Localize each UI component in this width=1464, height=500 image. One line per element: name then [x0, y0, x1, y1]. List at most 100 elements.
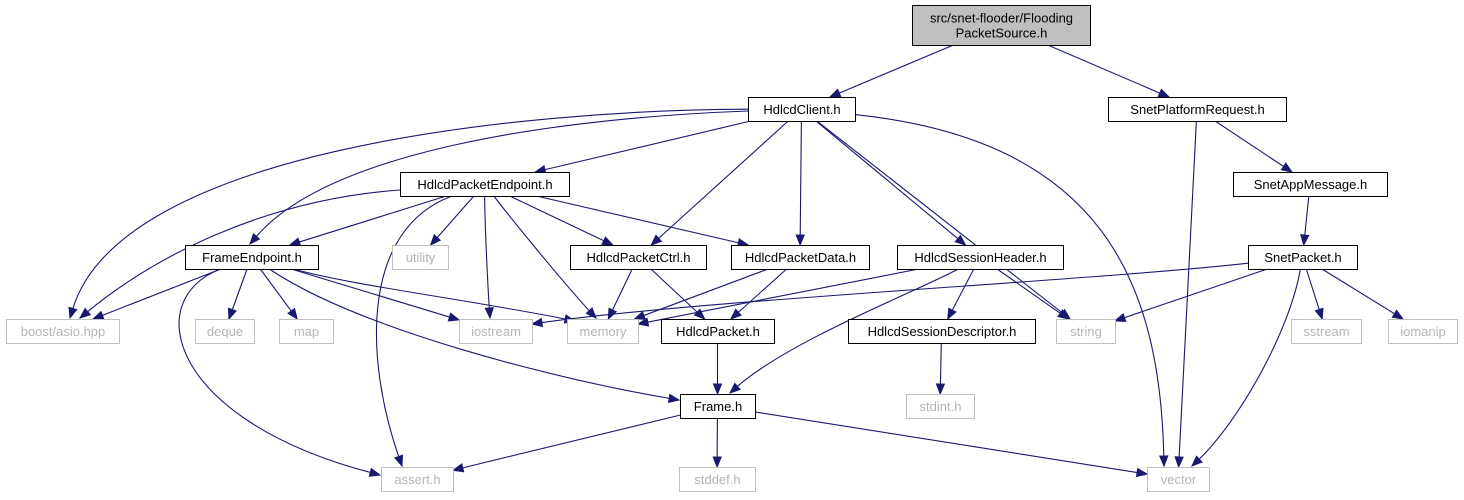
- edge-snetplatformrequest-to-snetappmessage: [1214, 120, 1294, 173]
- arrow-head-icon: [1113, 313, 1127, 323]
- arrow-head-icon: [451, 463, 465, 473]
- node-box: [1108, 97, 1287, 122]
- edge-line: [543, 120, 751, 171]
- node-label: map: [294, 324, 319, 339]
- edge-frame-to-stddef: [712, 417, 722, 469]
- node-hdlcdpacketendpoint[interactable]: HdlcdPacketEndpoint.h: [400, 172, 570, 197]
- node-hdlcdsessionheader[interactable]: HdlcdSessionHeader.h: [897, 245, 1064, 270]
- node-label: string: [1070, 324, 1102, 339]
- node-box: [1248, 245, 1358, 270]
- node-hdlcdsessiondescriptor[interactable]: HdlcdSessionDescriptor.h: [848, 319, 1036, 344]
- edge-line: [1305, 268, 1321, 311]
- edge-hdlcdsessionheader-to-frame: [728, 268, 959, 394]
- node-label: sstream: [1303, 324, 1349, 339]
- arrow-head-icon: [1135, 467, 1149, 478]
- node-label: HdlcdSessionHeader.h: [914, 250, 1046, 265]
- edge-snetpacket-to-iomanip: [1321, 268, 1405, 320]
- node-label: stdint.h: [920, 399, 962, 414]
- edge-line: [101, 268, 222, 317]
- node-hdlcdpacketctrl[interactable]: HdlcdPacketCtrl.h: [570, 245, 707, 270]
- edge-line: [436, 195, 475, 239]
- arrow-head-icon: [287, 307, 298, 321]
- edge-line: [231, 268, 248, 311]
- edge-line: [1198, 268, 1301, 461]
- dependency-edges: [68, 44, 1405, 478]
- edge-hdlcdpacketdata-to-memory: [633, 268, 769, 320]
- arrow-head-icon: [954, 234, 967, 246]
- node-box: [1056, 319, 1116, 344]
- node-stdint: stdint.h: [906, 394, 975, 419]
- node-box: [1388, 319, 1458, 344]
- arrow-head-icon: [78, 307, 92, 319]
- node-vector: vector: [1147, 467, 1210, 492]
- edge-line: [1214, 120, 1285, 168]
- node-hdlcdclient[interactable]: HdlcdClient.h: [748, 97, 856, 122]
- edge-line: [611, 268, 633, 312]
- node-box: [731, 245, 870, 270]
- node-box: [400, 172, 570, 197]
- edge-line: [838, 44, 954, 95]
- edge-hdlcdpacket-to-frame: [712, 343, 723, 396]
- edge-snetappmessage-to-snetpacket: [1300, 195, 1310, 247]
- edge-hdlcdpacketctrl-to-memory: [607, 268, 633, 321]
- arrow-head-icon: [530, 317, 544, 328]
- node-frame[interactable]: Frame.h: [680, 394, 756, 419]
- edge-snetplatformrequest-to-vector: [1174, 120, 1197, 469]
- node-box: [185, 245, 319, 270]
- node-hdlcdpacket[interactable]: HdlcdPacket.h: [661, 319, 775, 344]
- arrow-head-icon: [394, 454, 404, 468]
- node-box: [570, 245, 707, 270]
- edge-line: [290, 268, 451, 318]
- arrow-head-icon: [1191, 455, 1203, 467]
- edge-hdlcdclient-to-hdlcdpacketctrl: [650, 120, 789, 246]
- node-hdlcdpacketdata[interactable]: HdlcdPacketData.h: [731, 245, 870, 270]
- node-label: SnetPacket.h: [1264, 250, 1341, 265]
- edge-snetpacket-to-string: [1113, 268, 1268, 323]
- arrow-head-icon: [1391, 309, 1405, 320]
- arrow-head-icon: [712, 383, 723, 396]
- node-label: SnetAppMessage.h: [1254, 177, 1367, 192]
- node-box: [679, 467, 756, 492]
- edge-line: [657, 120, 789, 240]
- edge-frame-to-vector: [754, 411, 1149, 478]
- edge-line: [255, 110, 749, 238]
- edge-line: [1123, 268, 1268, 319]
- edge-line: [536, 195, 740, 244]
- edge-line: [646, 268, 919, 323]
- edge-hdlcdpacketendpoint-to-assert: [376, 195, 453, 468]
- arrow-head-icon: [447, 312, 461, 322]
- node-label: src/snet-flooder/Flooding: [930, 11, 1073, 26]
- edge-line: [1178, 120, 1197, 459]
- edge-line: [178, 268, 372, 474]
- node-label: assert.h: [394, 472, 440, 487]
- arrow-head-icon: [667, 393, 681, 403]
- edge-line: [298, 195, 447, 243]
- edge-root-to-hdlcdclient: [828, 44, 954, 98]
- node-box: [680, 394, 756, 419]
- edge-line: [816, 120, 1064, 314]
- node-label: iomanip: [1400, 324, 1446, 339]
- node-box: [897, 245, 1064, 270]
- node-snetpacket[interactable]: SnetPacket.h: [1248, 245, 1358, 270]
- arrow-head-icon: [429, 234, 442, 247]
- node-label: HdlcdPacketCtrl.h: [586, 250, 690, 265]
- arrow-head-icon: [1174, 456, 1184, 469]
- node-box: [1233, 172, 1388, 197]
- arrow-head-icon: [795, 234, 805, 247]
- node-snetappmessage[interactable]: SnetAppMessage.h: [1233, 172, 1388, 197]
- node-frameendpoint[interactable]: FrameEndpoint.h: [185, 245, 319, 270]
- node-stddef: stddef.h: [679, 467, 756, 492]
- node-box: [661, 319, 775, 344]
- edge-line: [754, 411, 1139, 474]
- edge-line: [1047, 44, 1161, 95]
- arrow-head-icon: [68, 306, 78, 320]
- node-box: [459, 319, 533, 344]
- node-snetplatformrequest[interactable]: SnetPlatformRequest.h: [1108, 97, 1287, 122]
- edge-line: [939, 342, 942, 386]
- arrow-head-icon: [650, 234, 663, 246]
- edge-line: [509, 195, 605, 242]
- node-label: HdlcdSessionDescriptor.h: [868, 324, 1017, 339]
- node-sstream: sstream: [1291, 319, 1362, 344]
